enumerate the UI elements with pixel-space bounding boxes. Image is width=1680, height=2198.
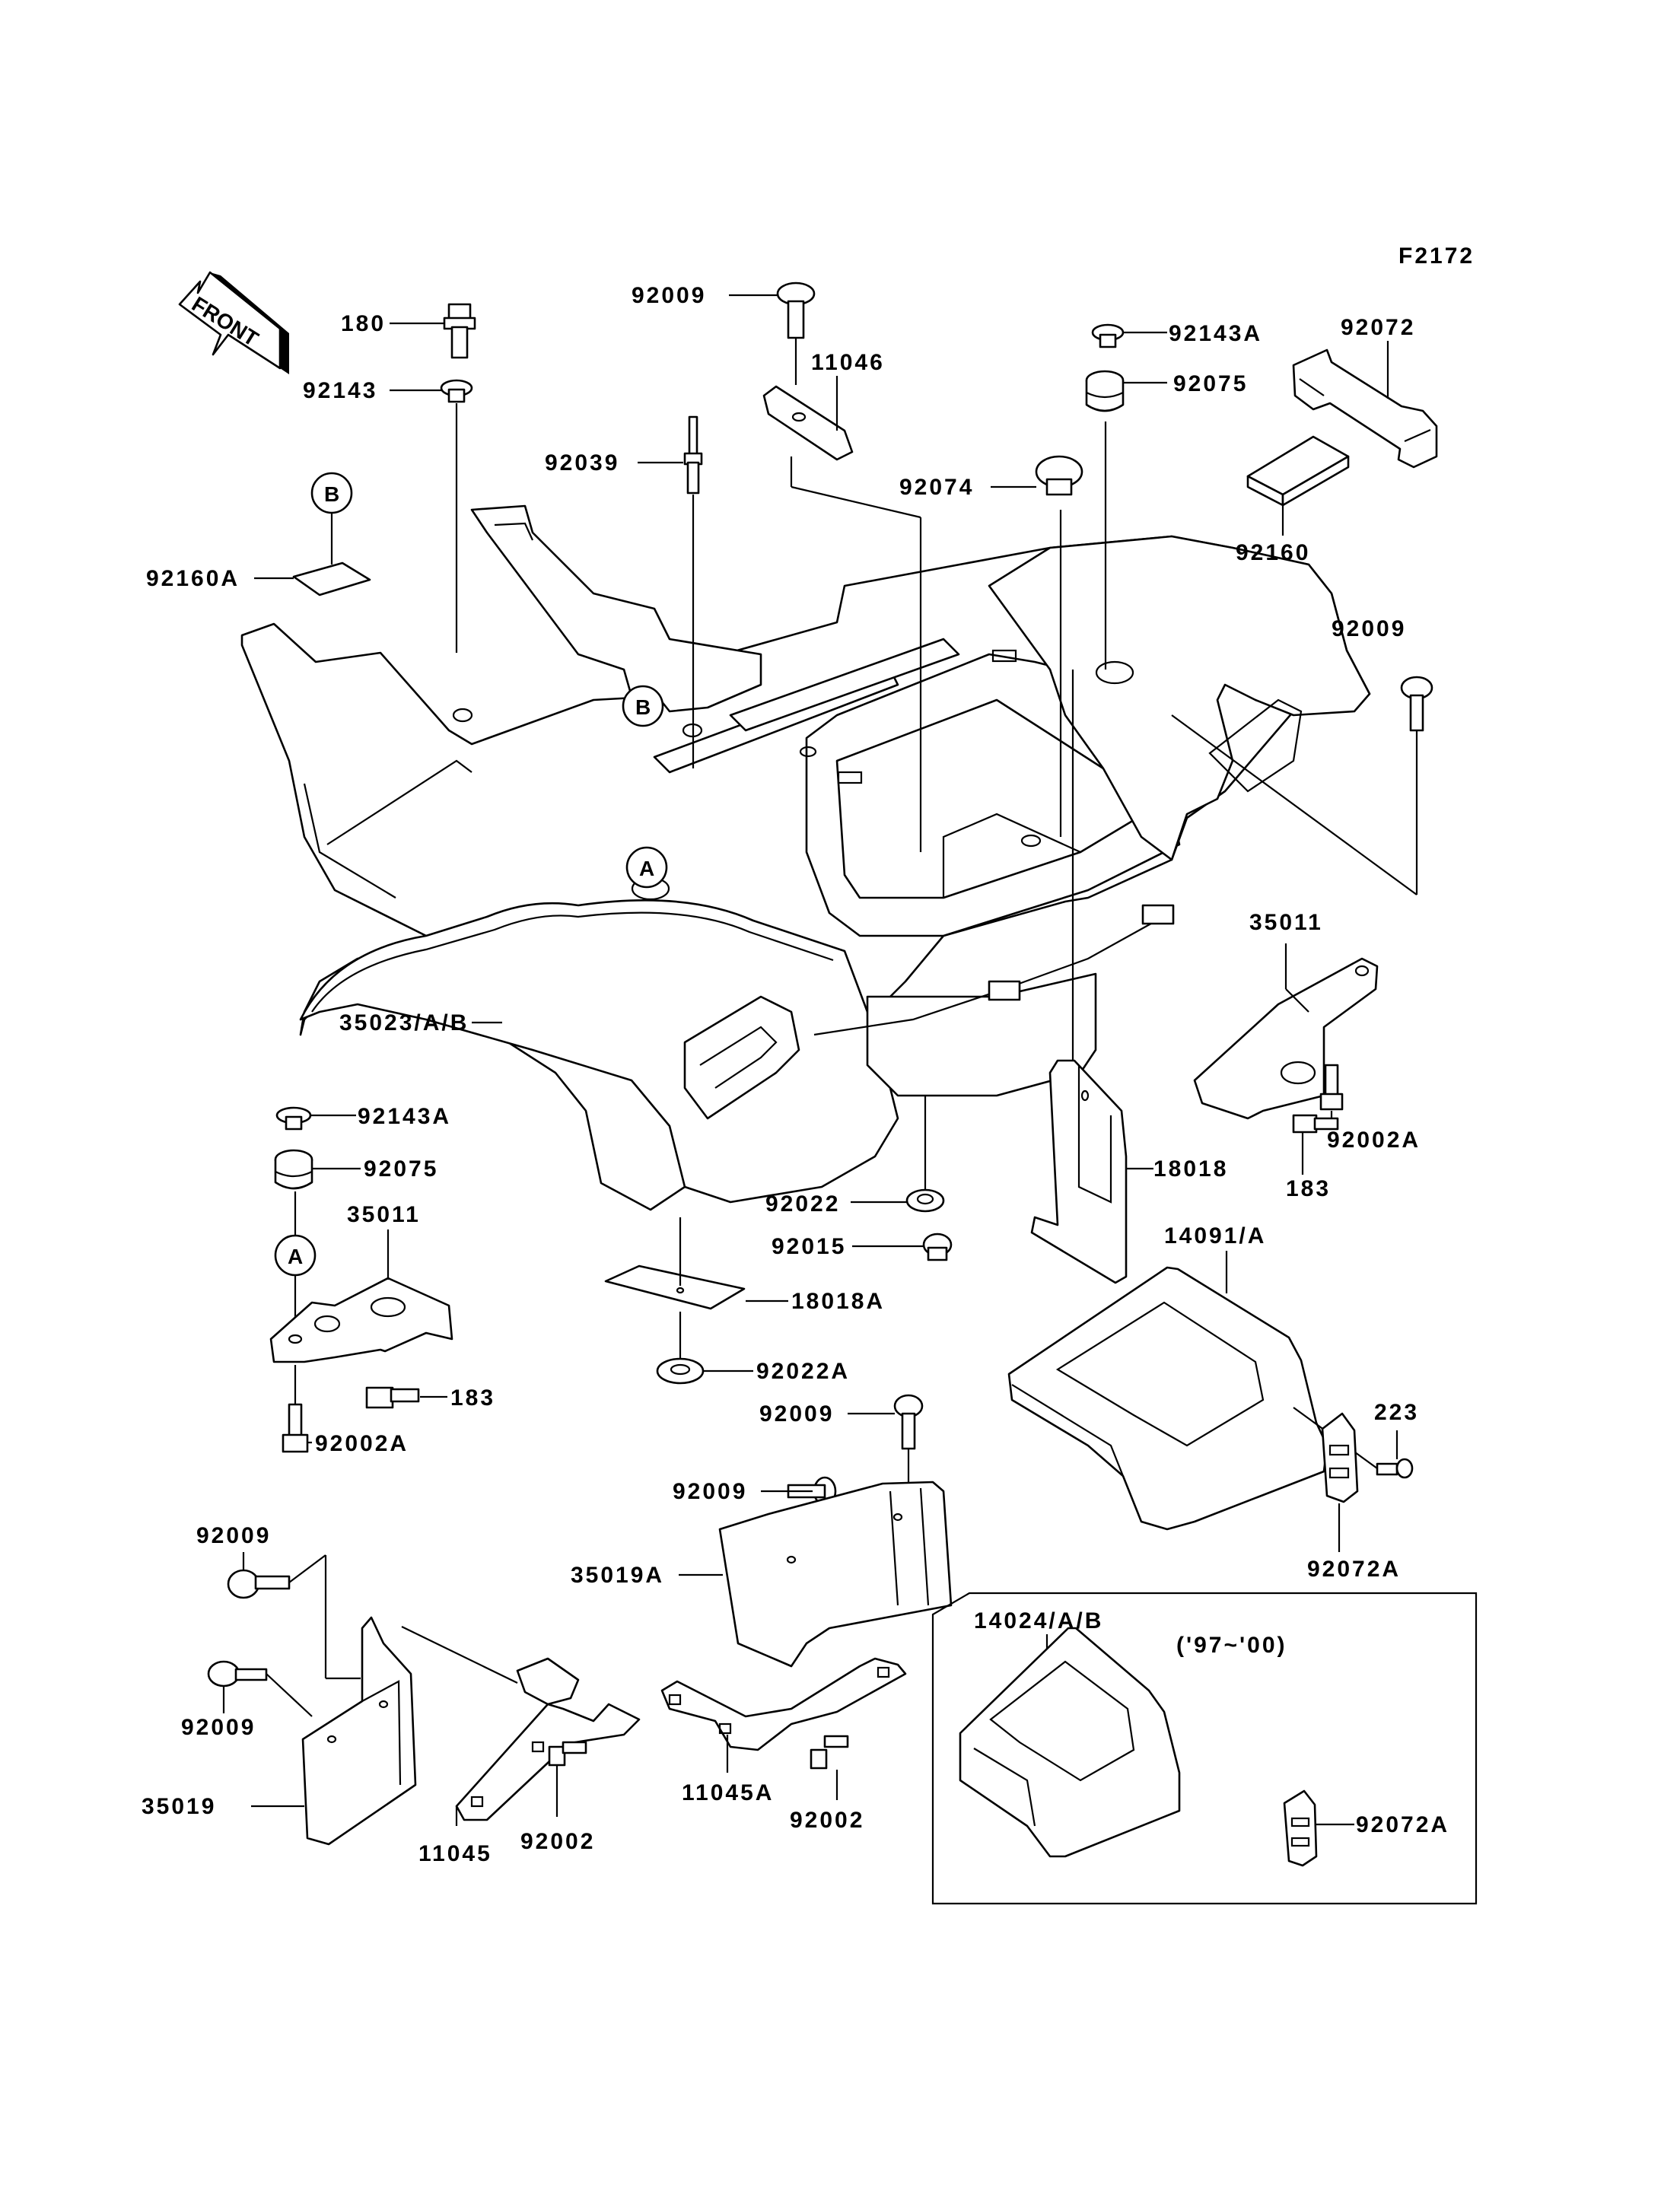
label-35019: 35019 — [142, 1794, 216, 1819]
label-35019A: 35019A — [571, 1563, 664, 1588]
marker-a-main: A — [625, 846, 668, 889]
label-18018: 18018 — [1153, 1156, 1228, 1182]
bolt-183-right[interactable] — [1292, 1114, 1339, 1134]
label-35023: 35023/A/B — [339, 1010, 469, 1035]
bracket-11045A[interactable] — [660, 1657, 907, 1751]
pad-92160A[interactable] — [292, 561, 371, 596]
label-180: 180 — [341, 311, 386, 336]
strap-92072A[interactable] — [1321, 1412, 1359, 1503]
plate-35019[interactable] — [301, 1616, 417, 1846]
label-92002A-left: 92002A — [315, 1431, 409, 1456]
pad-92160[interactable] — [1246, 435, 1350, 507]
inset-years-label: ('97~'00) — [1176, 1633, 1287, 1658]
label-11045: 11045 — [418, 1841, 492, 1866]
label-11046: 11046 — [811, 350, 885, 375]
label-92009-bl1: 92009 — [196, 1523, 271, 1548]
label-183-right: 183 — [1286, 1176, 1331, 1201]
bolt-92009-top[interactable] — [776, 282, 816, 339]
label-18018A: 18018A — [791, 1289, 885, 1314]
label-223: 223 — [1374, 1400, 1419, 1425]
label-14091A: 14091/A — [1164, 1223, 1266, 1249]
bolt-180[interactable] — [443, 303, 476, 359]
bolt-92009-mid[interactable] — [893, 1394, 924, 1450]
bolt-92002-b[interactable] — [810, 1735, 849, 1770]
inset-box-97-00: 14024/A/B ('97~'00) 92072A — [931, 1592, 1478, 1905]
bolt-183-left[interactable] — [365, 1386, 420, 1409]
label-92009-bl2: 92009 — [181, 1715, 256, 1740]
label-92022A: 92022A — [756, 1359, 850, 1384]
label-92009-right: 92009 — [1332, 616, 1406, 641]
svg-text:A: A — [639, 857, 654, 880]
label-92143A-left: 92143A — [358, 1104, 451, 1129]
front-arrow-icon: FRONT — [178, 271, 289, 374]
pin-92039[interactable] — [683, 415, 703, 495]
bolt-92009-bl2[interactable] — [207, 1660, 268, 1687]
cap-92074[interactable] — [1035, 455, 1083, 496]
label-92075-top: 92075 — [1173, 371, 1248, 396]
inset-strap-label: 92072A — [1356, 1812, 1449, 1837]
svg-text:A: A — [288, 1245, 303, 1268]
svg-text:B: B — [635, 695, 651, 719]
marker-a-left: A — [274, 1234, 317, 1277]
label-92160: 92160 — [1236, 540, 1310, 565]
label-92160A: 92160A — [146, 566, 240, 591]
nut-92015[interactable] — [922, 1233, 953, 1261]
washer-92022A[interactable] — [656, 1357, 705, 1385]
sheet-18018A[interactable] — [604, 1264, 746, 1310]
bolt-92009-bl1[interactable] — [227, 1569, 291, 1599]
label-92002-a: 92002 — [520, 1829, 595, 1854]
grommet-92075-left[interactable] — [274, 1149, 313, 1190]
bolt-92009-right[interactable] — [1400, 676, 1433, 732]
bracket-11046[interactable] — [762, 385, 854, 461]
label-92009-mid: 92009 — [759, 1401, 834, 1427]
label-92072A: 92072A — [1307, 1557, 1401, 1582]
bolt-92002A-right[interactable] — [1319, 1064, 1344, 1111]
label-35011-left: 35011 — [347, 1202, 421, 1227]
collar-92143A-left[interactable] — [275, 1106, 312, 1131]
plate-35019A[interactable] — [718, 1481, 953, 1668]
inset-part-label: 14024/A/B — [974, 1608, 1103, 1633]
label-92015: 92015 — [772, 1234, 846, 1259]
figure-code: F2172 — [1398, 243, 1475, 269]
cover-14024AB[interactable] — [959, 1627, 1181, 1858]
bracket-11045[interactable] — [455, 1657, 641, 1821]
bolt-92002-a[interactable] — [548, 1741, 587, 1767]
label-92143A-top: 92143A — [1169, 321, 1262, 346]
grommet-92075-top[interactable] — [1085, 370, 1125, 412]
bracket-35011-right[interactable] — [1193, 957, 1379, 1120]
label-92009-top: 92009 — [632, 283, 706, 308]
label-92022: 92022 — [765, 1191, 840, 1217]
label-92074: 92074 — [899, 475, 974, 500]
collar-92143A-top[interactable] — [1091, 323, 1125, 348]
label-11045A: 11045A — [682, 1780, 774, 1805]
plate-18018[interactable] — [1030, 1059, 1128, 1284]
marker-b-main: B — [622, 685, 664, 727]
rear-fender-35023[interactable] — [240, 504, 1371, 1211]
svg-text:B: B — [324, 482, 339, 506]
bolt-92002A-left[interactable] — [282, 1403, 309, 1453]
label-92143-top: 92143 — [303, 378, 377, 403]
collar-92143[interactable] — [440, 379, 473, 403]
label-35011-right: 35011 — [1249, 910, 1323, 935]
screw-223[interactable] — [1376, 1458, 1414, 1479]
label-92009-mid2: 92009 — [673, 1479, 747, 1504]
washer-92022[interactable] — [905, 1188, 945, 1213]
marker-b-top: B — [310, 472, 353, 514]
strap-92072A-inset[interactable] — [1283, 1789, 1318, 1867]
cover-14091A[interactable] — [1007, 1266, 1328, 1531]
label-92072: 92072 — [1341, 315, 1415, 340]
strap-92072[interactable] — [1292, 348, 1438, 469]
label-92075-left: 92075 — [364, 1156, 438, 1182]
bracket-35011-left[interactable] — [269, 1277, 453, 1363]
label-92039: 92039 — [545, 450, 619, 476]
label-92002A-right: 92002A — [1327, 1128, 1421, 1153]
label-92002-b: 92002 — [790, 1808, 864, 1833]
label-183-left: 183 — [450, 1385, 495, 1411]
